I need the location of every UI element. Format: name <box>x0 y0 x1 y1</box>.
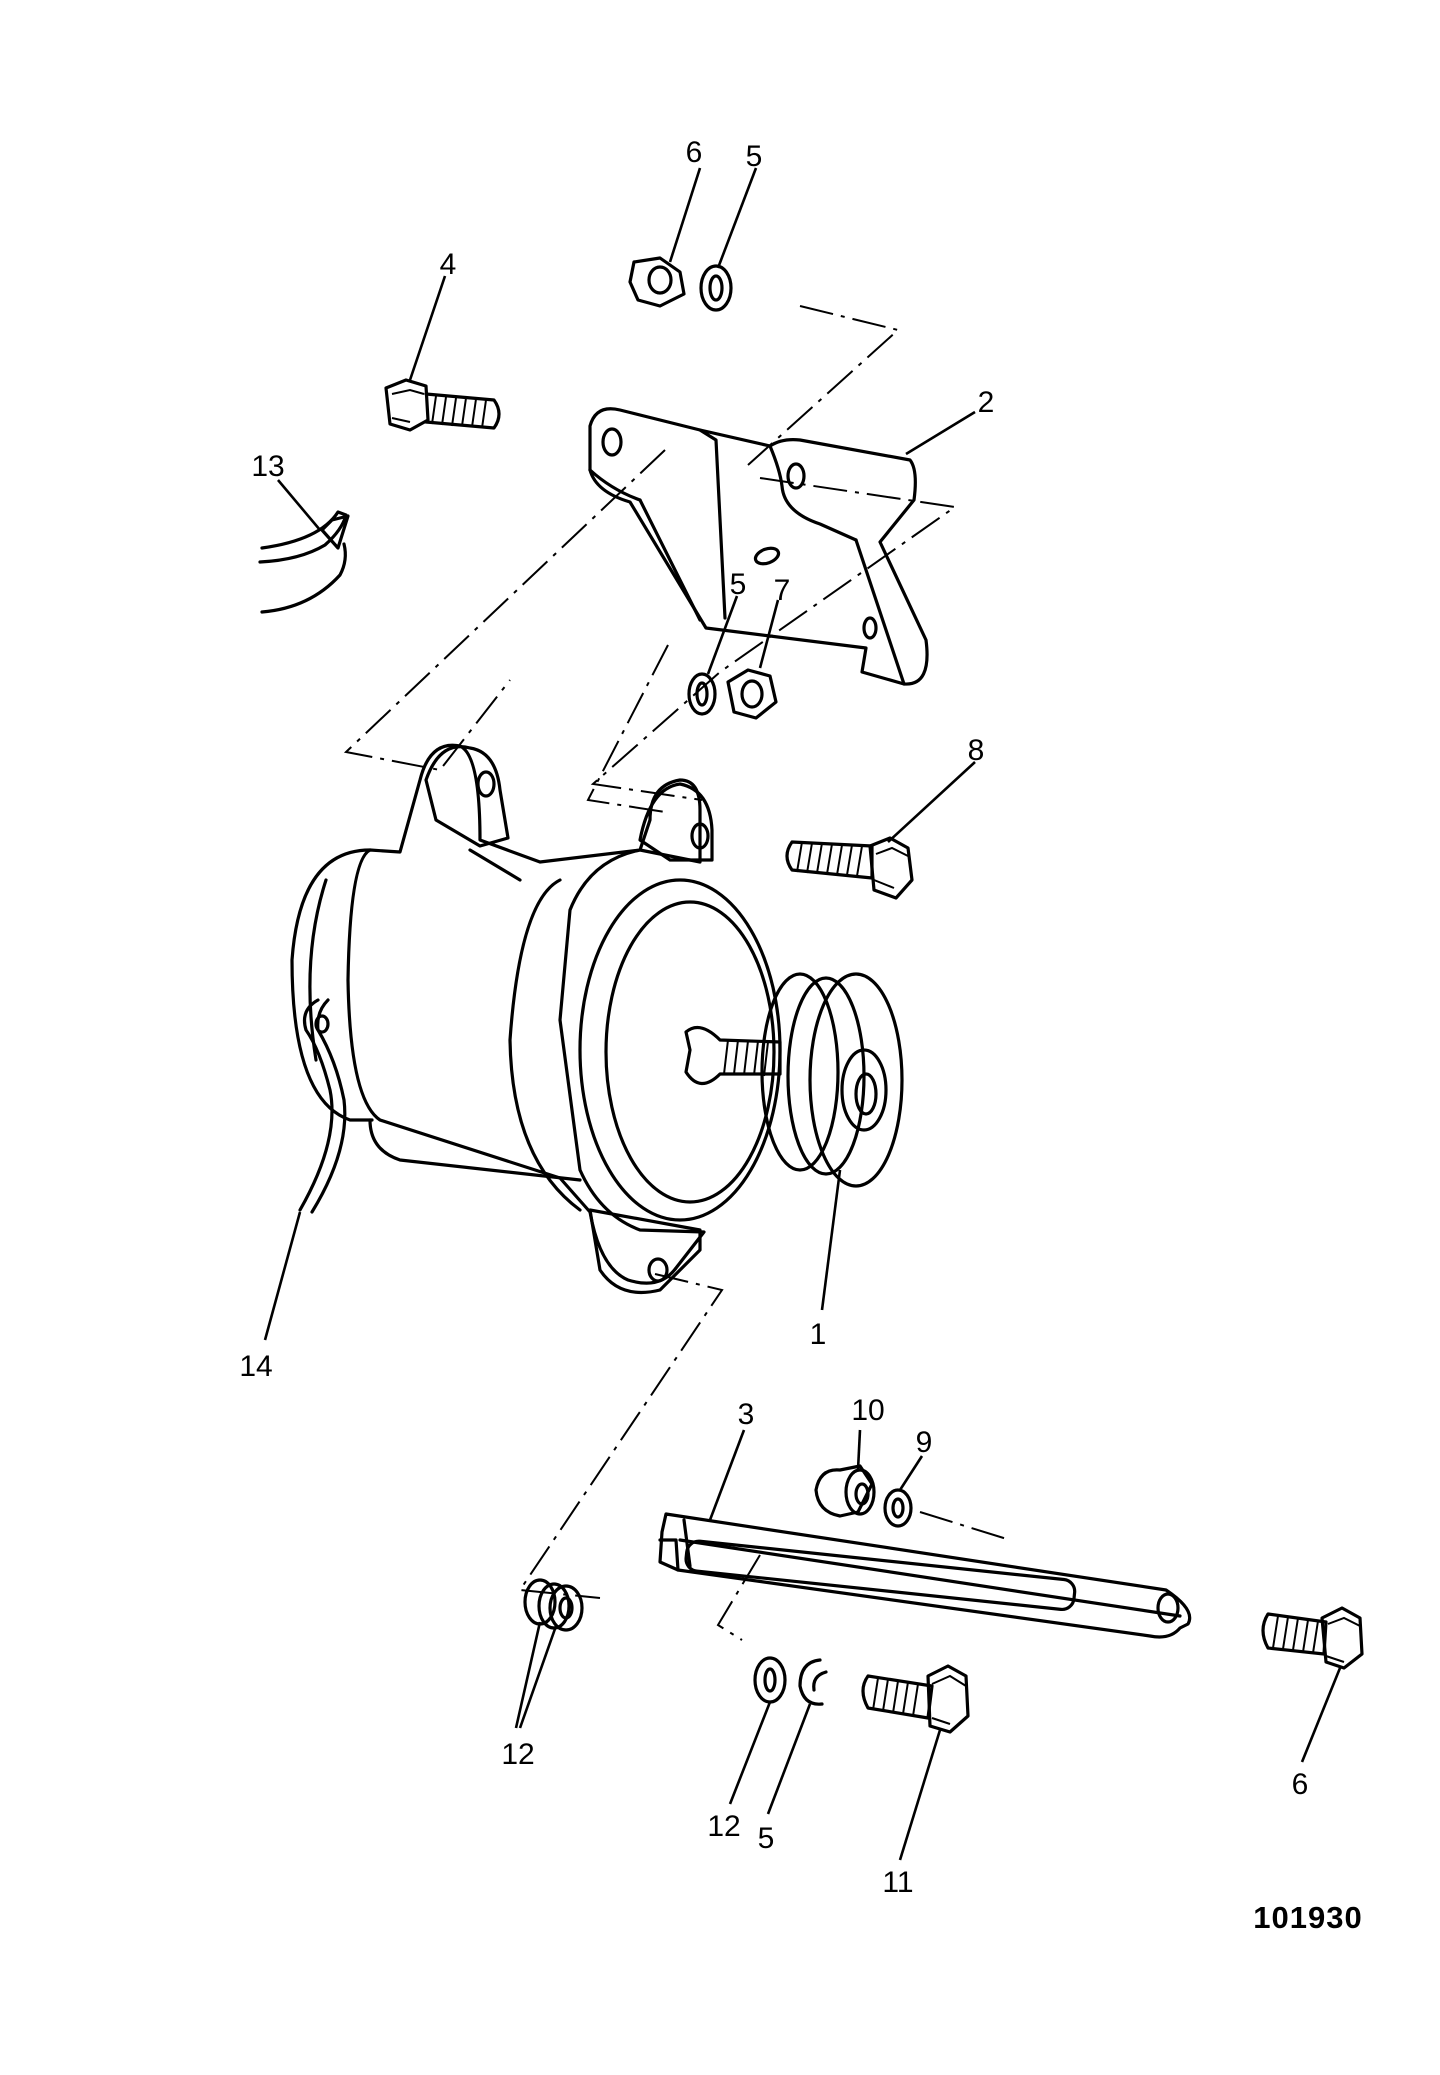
callout-5-bottom: 5 <box>758 1822 775 1855</box>
callout-10: 10 <box>851 1394 884 1427</box>
bolt-8 <box>1261 1606 1364 1670</box>
adjusting-link-3 <box>658 1512 1192 1639</box>
callout-labels: 6 5 4 2 13 5 7 8 1 14 3 10 9 12 12 5 11 … <box>239 136 1308 1899</box>
bolt-7 <box>785 836 914 900</box>
callout-11: 11 <box>882 1866 913 1899</box>
callout-14: 14 <box>239 1350 272 1383</box>
spring-washer-bottom <box>798 1658 828 1706</box>
strap-clip-13 <box>258 510 350 614</box>
mounting-bracket-2 <box>588 407 929 686</box>
callout-1: 1 <box>810 1318 827 1351</box>
callout-8: 6 <box>1292 1768 1309 1801</box>
callout-5-middle: 5 <box>730 568 747 601</box>
callout-5-top: 5 <box>746 140 763 173</box>
callout-6-middle: 7 <box>774 574 791 607</box>
callout-13: 13 <box>251 450 284 483</box>
alternator-1 <box>290 743 904 1295</box>
hex-nut-middle <box>726 668 778 720</box>
spring-washer-middle <box>687 672 717 716</box>
callout-2: 2 <box>978 386 995 419</box>
bolt-11 <box>861 1664 970 1734</box>
bolt-4 <box>384 378 501 432</box>
spacer-10 <box>814 1464 876 1518</box>
figure-number: 101930 <box>1253 1900 1362 1935</box>
spring-washer-top <box>699 264 733 312</box>
washer-stack-12 <box>523 1578 584 1632</box>
callout-9: 9 <box>916 1426 933 1459</box>
hex-nut-top <box>628 256 686 308</box>
assembly-lines <box>343 305 1011 1641</box>
washer-9 <box>883 1488 913 1528</box>
callout-6-top: 6 <box>686 136 703 169</box>
callout-4: 4 <box>440 248 457 281</box>
leader-lines <box>263 167 1342 1861</box>
callout-7: 8 <box>968 734 985 767</box>
flat-washer-12-bottom <box>753 1656 787 1704</box>
wire-harness-14 <box>298 998 347 1214</box>
callout-12-bottom: 12 <box>707 1810 740 1843</box>
callout-3: 3 <box>738 1398 755 1431</box>
callout-12-left: 12 <box>501 1738 534 1771</box>
